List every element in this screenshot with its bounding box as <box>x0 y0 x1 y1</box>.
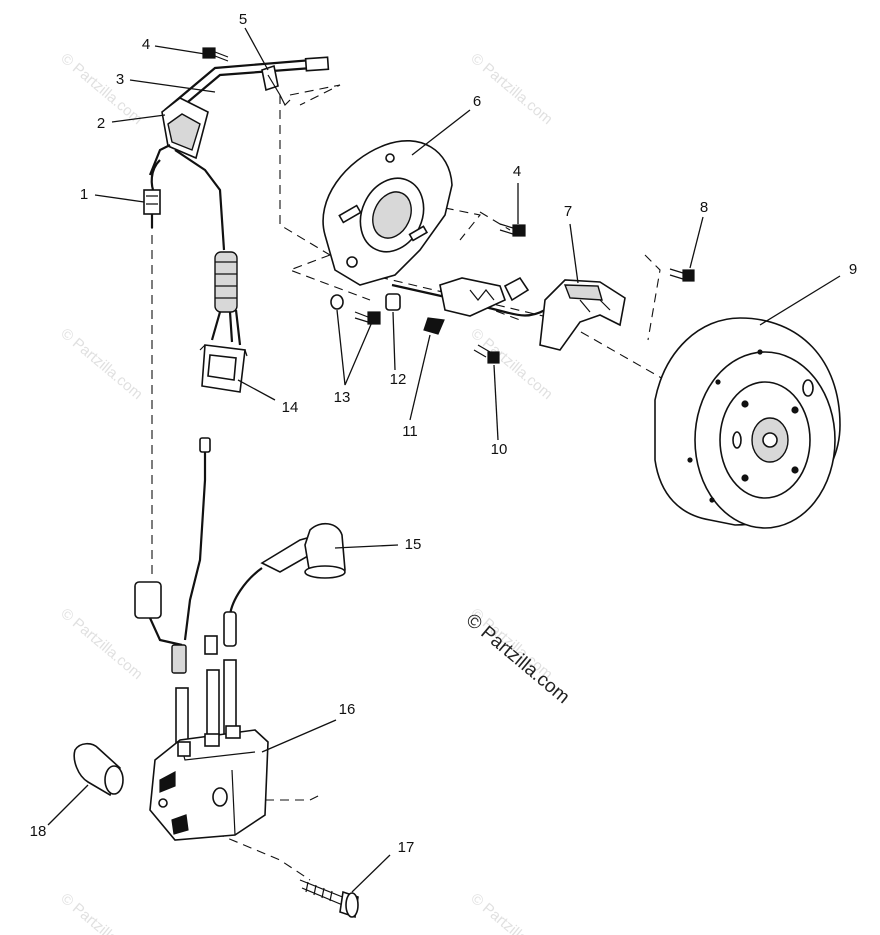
site-credit: © Partzilla.com <box>462 610 574 708</box>
callout-14: 14 <box>282 399 299 416</box>
kill-wire <box>183 437 211 641</box>
watermark: © Partzilla.com <box>57 605 145 683</box>
watermark: © Partzilla.com <box>57 325 145 403</box>
watermark-group: © Partzilla.com © Partzilla.com © Partzi… <box>57 50 555 935</box>
callout-17: 17 <box>398 839 415 856</box>
callout-15: 15 <box>405 536 422 553</box>
callout-3: 3 <box>116 71 124 88</box>
callout-labels: 1 2 3 4 4 5 6 7 8 9 10 11 12 13 14 15 16… <box>30 11 858 856</box>
wiring-harness <box>150 149 242 346</box>
callout-11: 11 <box>402 423 418 440</box>
callout-12: 12 <box>390 371 407 388</box>
watermark: © Partzilla.com <box>467 890 555 935</box>
callout-4-top: 4 <box>142 36 150 53</box>
flywheel <box>654 317 841 529</box>
coil-connector <box>134 581 187 674</box>
mounting-bolt <box>299 879 359 919</box>
spark-plug-cap <box>223 522 346 647</box>
screw-coil <box>669 268 695 282</box>
bushing <box>73 742 124 797</box>
callout-7: 7 <box>564 203 572 220</box>
exciter-coil <box>539 279 626 351</box>
callout-10: 10 <box>491 441 508 458</box>
callout-13: 13 <box>334 389 351 406</box>
multi-pin-connector <box>199 344 248 393</box>
screw-washer <box>330 294 381 325</box>
callout-6: 6 <box>473 93 481 110</box>
watermark: © Partzilla.com <box>467 50 555 128</box>
screw-pickup <box>473 344 500 364</box>
leader-lines <box>47 27 841 893</box>
callout-5: 5 <box>239 11 247 28</box>
ignition-coil <box>149 635 269 841</box>
callout-16: 16 <box>339 701 356 718</box>
screw-top <box>202 47 229 62</box>
callout-1: 1 <box>80 186 88 203</box>
stator-plate <box>322 140 453 286</box>
callout-9: 9 <box>849 261 857 278</box>
pickup-coil <box>391 276 546 335</box>
connector-small <box>143 189 161 228</box>
callout-18: 18 <box>30 823 47 840</box>
spacer <box>385 293 401 311</box>
watermark: © Partzilla.com <box>57 890 145 935</box>
regulator-block <box>148 97 209 176</box>
clamp <box>261 64 291 107</box>
callout-4-stator: 4 <box>513 163 521 180</box>
callout-2: 2 <box>97 115 105 132</box>
screw-stator <box>499 223 526 237</box>
callout-8: 8 <box>700 199 708 216</box>
